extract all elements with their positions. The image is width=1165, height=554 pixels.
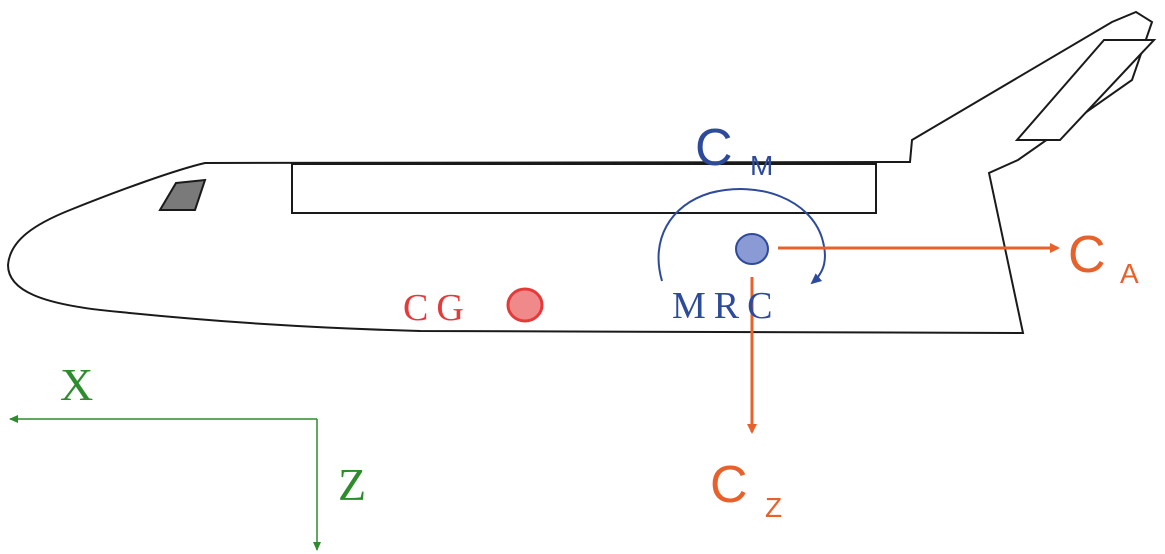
cm-subscript: M [750, 150, 773, 181]
mrc-label: MRC [672, 285, 780, 327]
payload-bay-door [291, 163, 877, 214]
z-axis-label: Z [338, 459, 366, 510]
cg-label: CG [403, 287, 472, 329]
x-axis-label: X [60, 359, 93, 410]
cm-label: C [695, 119, 733, 177]
ca-label: C [1068, 226, 1106, 284]
cz-label: C [710, 456, 748, 514]
cg-point [506, 287, 544, 323]
ca-subscript: A [1120, 258, 1139, 289]
mrc-point [735, 233, 769, 265]
pitching-moment-arc [657, 188, 826, 285]
tail-rudder-outline [1014, 39, 1157, 141]
cockpit-window [158, 178, 207, 211]
cz-subscript: Z [765, 492, 782, 523]
